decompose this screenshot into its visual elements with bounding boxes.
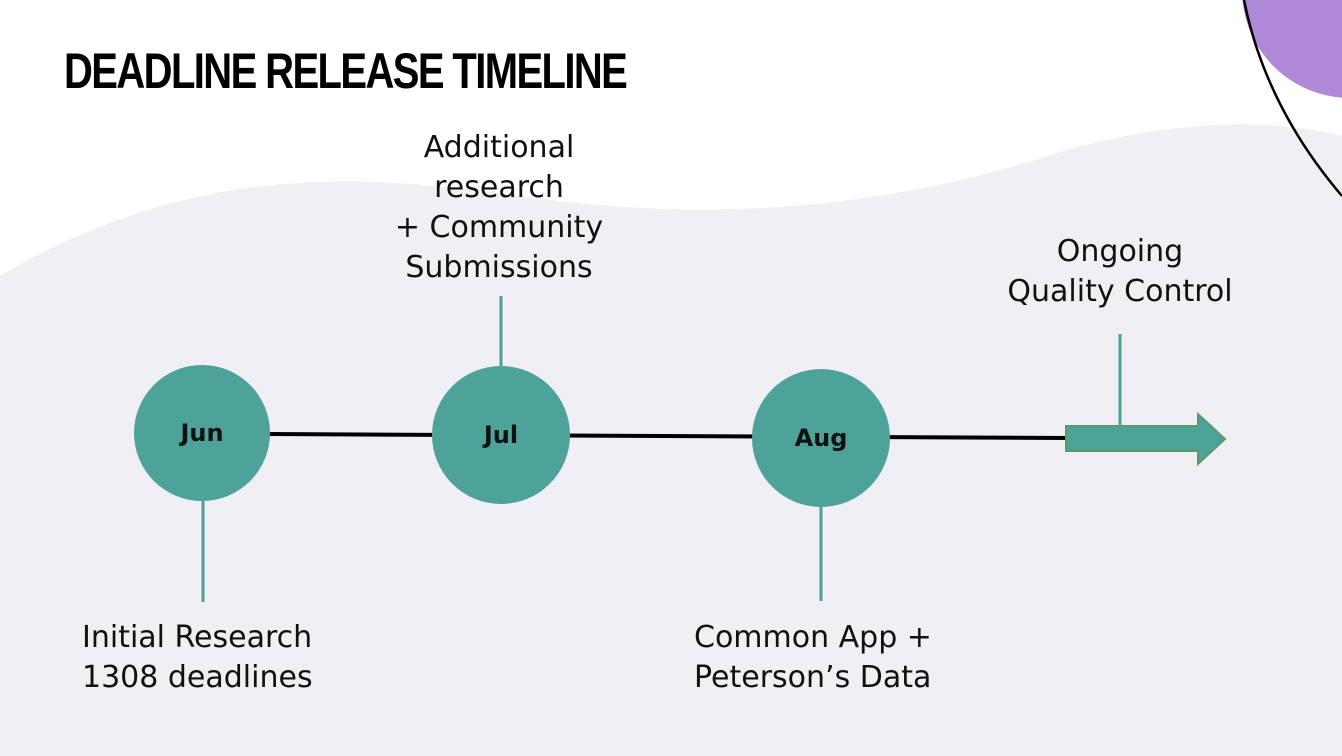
caption-line: 1308 deadlines: [82, 660, 313, 695]
caption-line: Quality Control: [1007, 274, 1233, 309]
caption-line: research: [434, 170, 564, 205]
milestone-jul-node: Jul: [432, 366, 570, 504]
ongoing-arrow: [1065, 411, 1227, 467]
page-title: DEADLINE RELEASE TIMELINE: [64, 43, 628, 99]
milestone-jun-caption: Initial Research 1308 deadlines: [82, 618, 313, 698]
milestone-aug-label: Aug: [794, 424, 848, 452]
background-wave: [0, 124, 1342, 756]
timeline-line: [267, 432, 1071, 440]
caption-line: Ongoing: [1056, 234, 1184, 269]
accent-arc: [1242, 0, 1342, 197]
milestone-jun-node: Jun: [134, 365, 270, 501]
caption-line: Additional: [423, 130, 575, 165]
milestone-jul-caption: Additional research + Community Submissi…: [366, 128, 632, 288]
caption-line: Submissions: [405, 250, 593, 285]
ongoing-caption: Ongoing Quality Control: [978, 232, 1262, 312]
milestone-jun-label: Jun: [180, 419, 224, 447]
milestone-jul-label: Jul: [483, 421, 519, 449]
caption-line: + Community: [394, 210, 604, 245]
milestone-aug-node: Aug: [752, 369, 890, 507]
caption-line: Common App +: [694, 620, 932, 655]
accent-circle: [1242, 0, 1342, 98]
caption-line: Initial Research: [82, 620, 313, 655]
caption-line: Peterson’s Data: [694, 660, 932, 695]
milestone-aug-caption: Common App + Peterson’s Data: [694, 618, 932, 698]
